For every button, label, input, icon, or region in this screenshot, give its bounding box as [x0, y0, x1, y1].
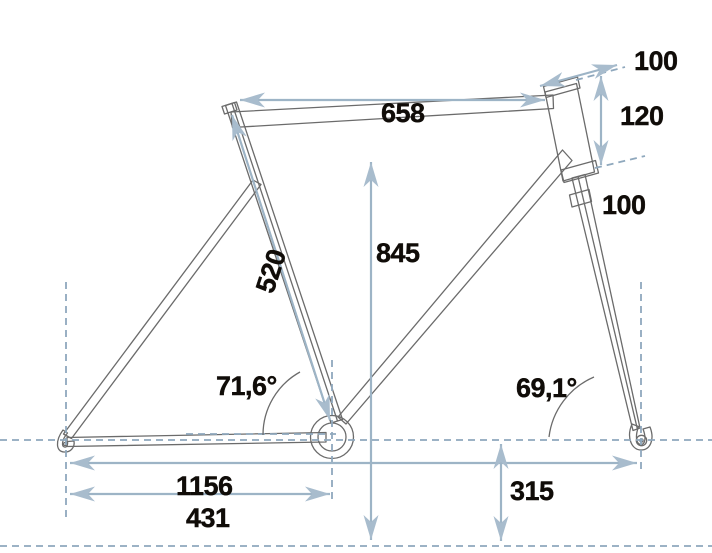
dimension-lines — [70, 63, 637, 541]
dim-label-658: 658 — [381, 98, 425, 128]
angle-label-seat-tube: 71,6° — [216, 371, 278, 401]
dim-line-520 — [230, 114, 332, 421]
down-tube — [337, 149, 573, 425]
head-tube — [542, 76, 600, 184]
dim-label-100-top: 100 — [634, 46, 678, 76]
dim-label-1156: 1156 — [176, 471, 233, 501]
angle-label-head-tube: 69,1° — [516, 373, 578, 403]
dim-label-120: 120 — [620, 101, 664, 131]
head-angle-arc — [548, 376, 595, 438]
construction-lines — [0, 66, 712, 547]
dim-label-845: 845 — [376, 238, 420, 268]
fork — [568, 173, 641, 432]
dim-line-100-top — [539, 63, 618, 88]
dim-label-315: 315 — [510, 476, 554, 506]
headtube-bottom-ext — [594, 155, 646, 169]
dim-label-100-lower: 100 — [602, 190, 646, 220]
dim-label-431: 431 — [186, 503, 230, 533]
seat-tube-collar — [221, 101, 238, 115]
